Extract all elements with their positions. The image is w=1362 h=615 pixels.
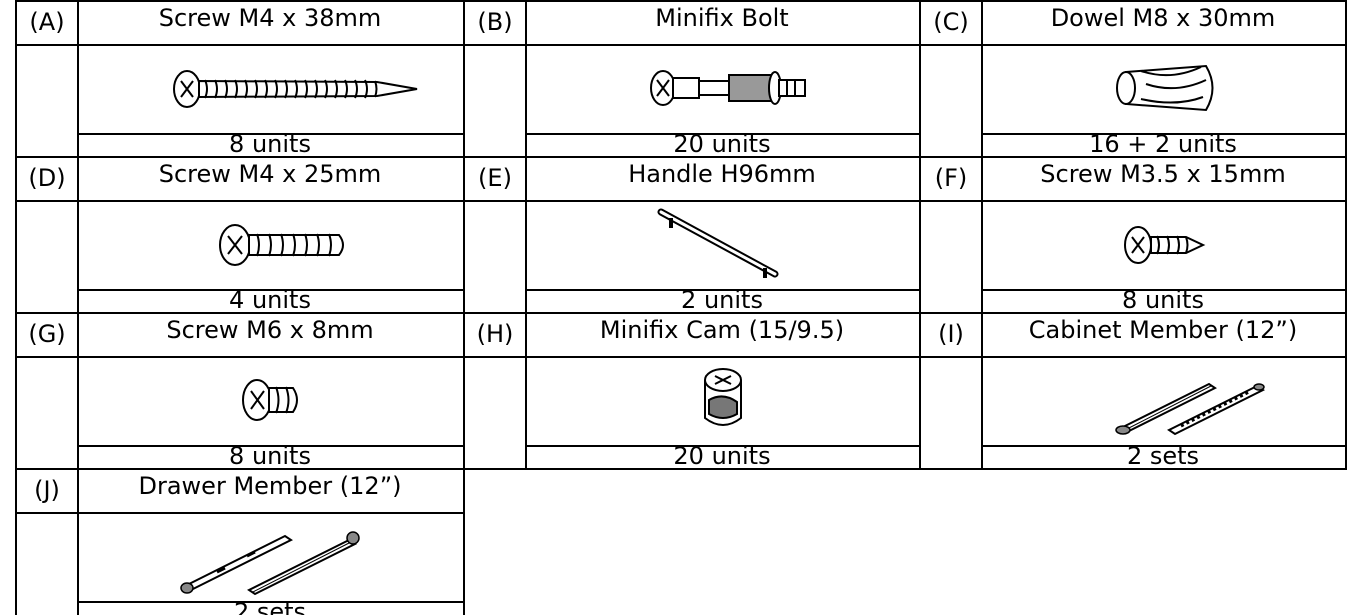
part-cell-i: (I) Cabinet Member (12”) 2 sets bbox=[919, 312, 1347, 470]
part-label: (I) bbox=[919, 312, 983, 358]
part-label: (H) bbox=[463, 312, 527, 358]
part-name: Minifix Bolt bbox=[525, 0, 921, 46]
part-quantity: 4 units bbox=[77, 288, 465, 314]
part-picture bbox=[525, 44, 921, 135]
part-cell-c: (C) Dowel M8 x 30mm 16 + 2 units bbox=[919, 0, 1347, 158]
part-cell-d: (D) Screw M4 x 25mm 4 units bbox=[15, 156, 465, 314]
part-label: (J) bbox=[15, 468, 79, 514]
part-picture bbox=[77, 512, 465, 603]
part-quantity: 20 units bbox=[525, 444, 921, 470]
part-label: (D) bbox=[15, 156, 79, 202]
part-label: (C) bbox=[919, 0, 983, 46]
handle-icon bbox=[657, 208, 779, 278]
part-label-column bbox=[463, 312, 527, 470]
drawer-slide-icon bbox=[180, 531, 360, 596]
part-picture bbox=[981, 200, 1347, 291]
part-quantity: 2 sets bbox=[77, 601, 465, 615]
part-quantity: 8 units bbox=[77, 132, 465, 158]
part-picture bbox=[981, 356, 1347, 447]
part-cell-f: (F) Screw M3.5 x 15mm 8 units bbox=[919, 156, 1347, 314]
part-name: Dowel M8 x 30mm bbox=[981, 0, 1347, 46]
part-label: (A) bbox=[15, 0, 79, 46]
short-screw-icon bbox=[1124, 226, 1206, 264]
part-cell-a: (A) Screw M4 x 38mm 8 units bbox=[15, 0, 465, 158]
part-picture bbox=[981, 44, 1347, 135]
part-name: Screw M4 x 25mm bbox=[77, 156, 465, 202]
minifix-cam-icon bbox=[704, 368, 742, 426]
part-name: Minifix Cam (15/9.5) bbox=[525, 312, 921, 358]
part-picture bbox=[77, 44, 465, 135]
part-cell-j: (J) Drawer Member (12”) 2 sets bbox=[15, 468, 465, 615]
part-cell-h: (H) Minifix Cam (15/9.5) 20 units bbox=[463, 312, 921, 470]
part-label-column bbox=[919, 312, 983, 470]
part-picture bbox=[525, 200, 921, 291]
part-quantity: 20 units bbox=[525, 132, 921, 158]
dowel-icon bbox=[1116, 64, 1214, 112]
part-picture bbox=[77, 200, 465, 291]
part-label: (F) bbox=[919, 156, 983, 202]
part-quantity: 16 + 2 units bbox=[981, 132, 1347, 158]
part-label: (E) bbox=[463, 156, 527, 202]
part-picture bbox=[77, 356, 465, 447]
part-quantity: 2 sets bbox=[981, 444, 1347, 470]
part-name: Screw M6 x 8mm bbox=[77, 312, 465, 358]
part-label-column bbox=[15, 468, 79, 615]
medium-screw-icon bbox=[219, 224, 344, 266]
long-screw-icon bbox=[173, 70, 418, 108]
part-name: Screw M3.5 x 15mm bbox=[981, 156, 1347, 202]
part-label: (G) bbox=[15, 312, 79, 358]
cabinet-slide-icon bbox=[1115, 382, 1265, 436]
stub-screw-icon bbox=[242, 379, 298, 421]
part-quantity: 8 units bbox=[77, 444, 465, 470]
part-cell-g: (G) Screw M6 x 8mm 8 units bbox=[15, 312, 465, 470]
part-cell-e: (E) Handle H96mm 2 units bbox=[463, 156, 921, 314]
part-quantity: 8 units bbox=[981, 288, 1347, 314]
part-cell-b: (B) Minifix Bolt 20 units bbox=[463, 0, 921, 158]
minifix-bolt-icon bbox=[650, 70, 806, 106]
part-name: Handle H96mm bbox=[525, 156, 921, 202]
part-picture bbox=[525, 356, 921, 447]
part-name: Screw M4 x 38mm bbox=[77, 0, 465, 46]
part-label: (B) bbox=[463, 0, 527, 46]
part-name: Drawer Member (12”) bbox=[77, 468, 465, 514]
part-quantity: 2 units bbox=[525, 288, 921, 314]
part-name: Cabinet Member (12”) bbox=[981, 312, 1347, 358]
